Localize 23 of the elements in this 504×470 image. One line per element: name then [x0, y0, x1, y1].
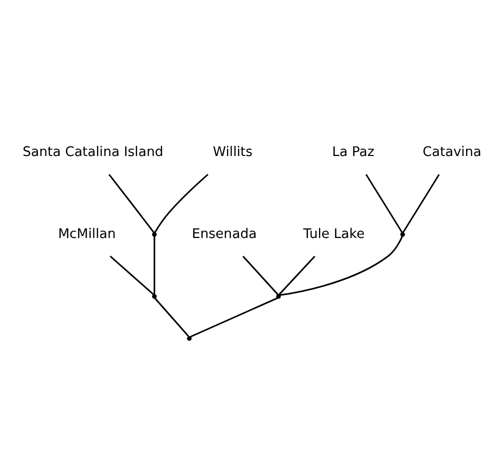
connector	[154, 236, 156, 294]
node-text: Ensenada	[192, 226, 257, 242]
node-text: McMillan	[58, 226, 116, 242]
node-point	[152, 232, 157, 236]
connector	[110, 255, 154, 295]
node-text: Catavina	[422, 144, 482, 160]
connector	[242, 255, 278, 295]
node-text: Tule Lake	[303, 226, 365, 242]
connector	[365, 174, 403, 233]
connector	[280, 235, 404, 296]
node-text: Santa Catalina Island	[22, 144, 164, 160]
node-point	[187, 336, 192, 340]
node-text: La Paz	[332, 144, 374, 160]
node-text: Willits	[212, 144, 253, 160]
node-point	[276, 294, 281, 298]
connector	[154, 297, 190, 336]
node-point	[400, 232, 405, 236]
connector	[190, 296, 278, 338]
connector	[278, 255, 316, 295]
connector	[108, 173, 155, 233]
connector	[154, 173, 208, 233]
connector	[402, 174, 440, 233]
node-point	[152, 294, 157, 298]
